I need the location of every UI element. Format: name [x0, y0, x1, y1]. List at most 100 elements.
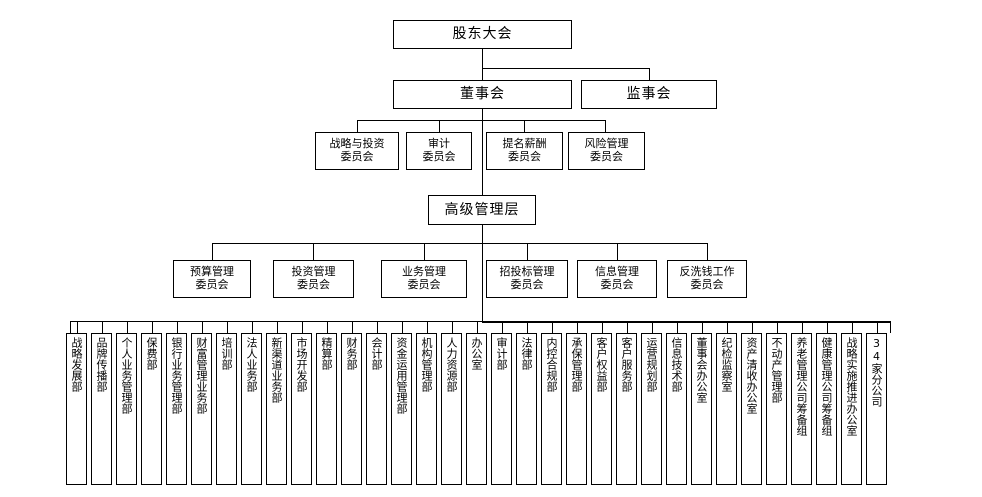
- connector-department-bus-right: [482, 321, 891, 323]
- connector-department-stub: [152, 321, 153, 333]
- node-department: 财务部: [341, 333, 362, 485]
- node-department: 个人业务管理部: [116, 333, 137, 485]
- connector-mgmt-drop-1: [212, 243, 213, 260]
- node-department: 精算部: [316, 333, 337, 485]
- node-department: 运营规划部: [641, 333, 662, 485]
- connector-department-stub: [702, 321, 703, 333]
- connector-committee-drop-3: [524, 120, 525, 132]
- connector-department-bus-right-end: [890, 321, 891, 333]
- node-label: 法律部: [520, 337, 533, 370]
- connector-department-stub: [302, 321, 303, 333]
- node-label: 34家分公司: [870, 337, 883, 407]
- node-label: 业务管理委员会: [402, 265, 446, 291]
- connector-department-stub: [252, 321, 253, 333]
- node-label: 精算部: [320, 337, 333, 370]
- node-label: 会计部: [370, 337, 383, 370]
- node-label: 战略与投资委员会: [329, 137, 385, 163]
- connector-board-bus: [482, 68, 650, 69]
- node-label: 人力资源部: [445, 337, 458, 392]
- node-department: 办公室: [466, 333, 487, 485]
- node-department: 资金运用管理部: [391, 333, 412, 485]
- node-department: 新渠道业务部: [266, 333, 287, 485]
- connector-department-stub: [552, 321, 553, 333]
- node-department: 34家分公司: [866, 333, 887, 485]
- node-label: 养老管理公司筹备组: [795, 337, 808, 436]
- node-department: 人力资源部: [441, 333, 462, 485]
- node-label: 客户服务部: [620, 337, 633, 392]
- connector-department-stub: [452, 321, 453, 333]
- node-label: 资金运用管理部: [395, 337, 408, 414]
- node-department: 会计部: [366, 333, 387, 485]
- node-label: 反洗钱工作委员会: [679, 265, 735, 291]
- connector-department-stub: [427, 321, 428, 333]
- node-label: 运营规划部: [645, 337, 658, 392]
- node-department: 财富管理业务部: [191, 333, 212, 485]
- node-department: 银行业务管理部: [166, 333, 187, 485]
- connector-department-stub: [527, 321, 528, 333]
- connector-department-stub: [277, 321, 278, 333]
- node-label: 信息管理委员会: [595, 265, 639, 291]
- node-board-of-directors: 董事会: [393, 80, 572, 109]
- node-department: 董事会办公室: [691, 333, 712, 485]
- node-department: 法人业务部: [241, 333, 262, 485]
- node-board-of-supervisors: 监事会: [581, 80, 717, 109]
- node-department: 健康管理公司筹备组: [816, 333, 837, 485]
- node-board-committee-3: 提名薪酬委员会: [486, 132, 563, 170]
- connector-senior-to-departments: [482, 243, 483, 321]
- connector-senior-down: [482, 225, 483, 243]
- connector-department-stub: [477, 321, 478, 333]
- connector-department-stub: [827, 321, 828, 333]
- node-department: 客户服务部: [616, 333, 637, 485]
- node-label: 提名薪酬委员会: [502, 137, 547, 163]
- connector-department-stub: [352, 321, 353, 333]
- node-department: 客户权益部: [591, 333, 612, 485]
- node-label: 招投标管理委员会: [499, 265, 555, 291]
- connector-shareholders-down: [482, 49, 483, 68]
- connector-department-bus-left-end: [70, 321, 71, 333]
- connector-department-stub: [627, 321, 628, 333]
- connector-department-stub: [802, 321, 803, 333]
- connector-department-stub: [727, 321, 728, 333]
- connector-department-stub: [177, 321, 178, 333]
- connector-supervisors-drop: [649, 68, 650, 80]
- connector-board-drop: [482, 68, 483, 80]
- node-label: 新渠道业务部: [270, 337, 283, 403]
- connector-mgmt-committee-bus: [212, 243, 707, 244]
- connector-department-stub: [127, 321, 128, 333]
- node-label: 战略实施推进办公室: [845, 337, 858, 436]
- connector-department-stub: [652, 321, 653, 333]
- connector-department-stub: [377, 321, 378, 333]
- node-management-committee-6: 反洗钱工作委员会: [667, 260, 747, 298]
- node-department: 市场开发部: [291, 333, 312, 485]
- node-label: 不动产管理部: [770, 337, 783, 403]
- connector-department-stub: [877, 321, 878, 333]
- node-board-committee-2: 审计委员会: [406, 132, 472, 170]
- connector-committee-drop-1: [357, 120, 358, 132]
- node-label: 预算管理委员会: [190, 265, 234, 291]
- node-label: 董事会办公室: [695, 337, 708, 403]
- node-label: 监事会: [626, 86, 672, 103]
- node-label: 股东大会: [452, 26, 513, 43]
- connector-department-stub: [752, 321, 753, 333]
- connector-department-stub: [602, 321, 603, 333]
- node-department: 战略发展部: [66, 333, 87, 485]
- node-label: 银行业务管理部: [170, 337, 183, 414]
- node-label: 信息技术部: [670, 337, 683, 392]
- connector-department-stub: [502, 321, 503, 333]
- node-label: 资产清收办公室: [745, 337, 758, 414]
- node-label: 承保管理部: [570, 337, 583, 392]
- connector-department-stub: [777, 321, 778, 333]
- connector-board-down: [482, 109, 483, 120]
- node-department: 信息技术部: [666, 333, 687, 485]
- node-label: 董事会: [460, 86, 505, 103]
- node-management-committee-5: 信息管理委员会: [577, 260, 657, 298]
- node-label: 高级管理层: [444, 201, 520, 218]
- connector-department-stub: [202, 321, 203, 333]
- node-label: 纪检监察室: [720, 337, 733, 392]
- node-label: 战略发展部: [70, 337, 83, 392]
- node-department: 不动产管理部: [766, 333, 787, 485]
- connector-department-stub: [227, 321, 228, 333]
- connector-department-stub: [577, 321, 578, 333]
- connector-committee-drop-2: [439, 120, 440, 132]
